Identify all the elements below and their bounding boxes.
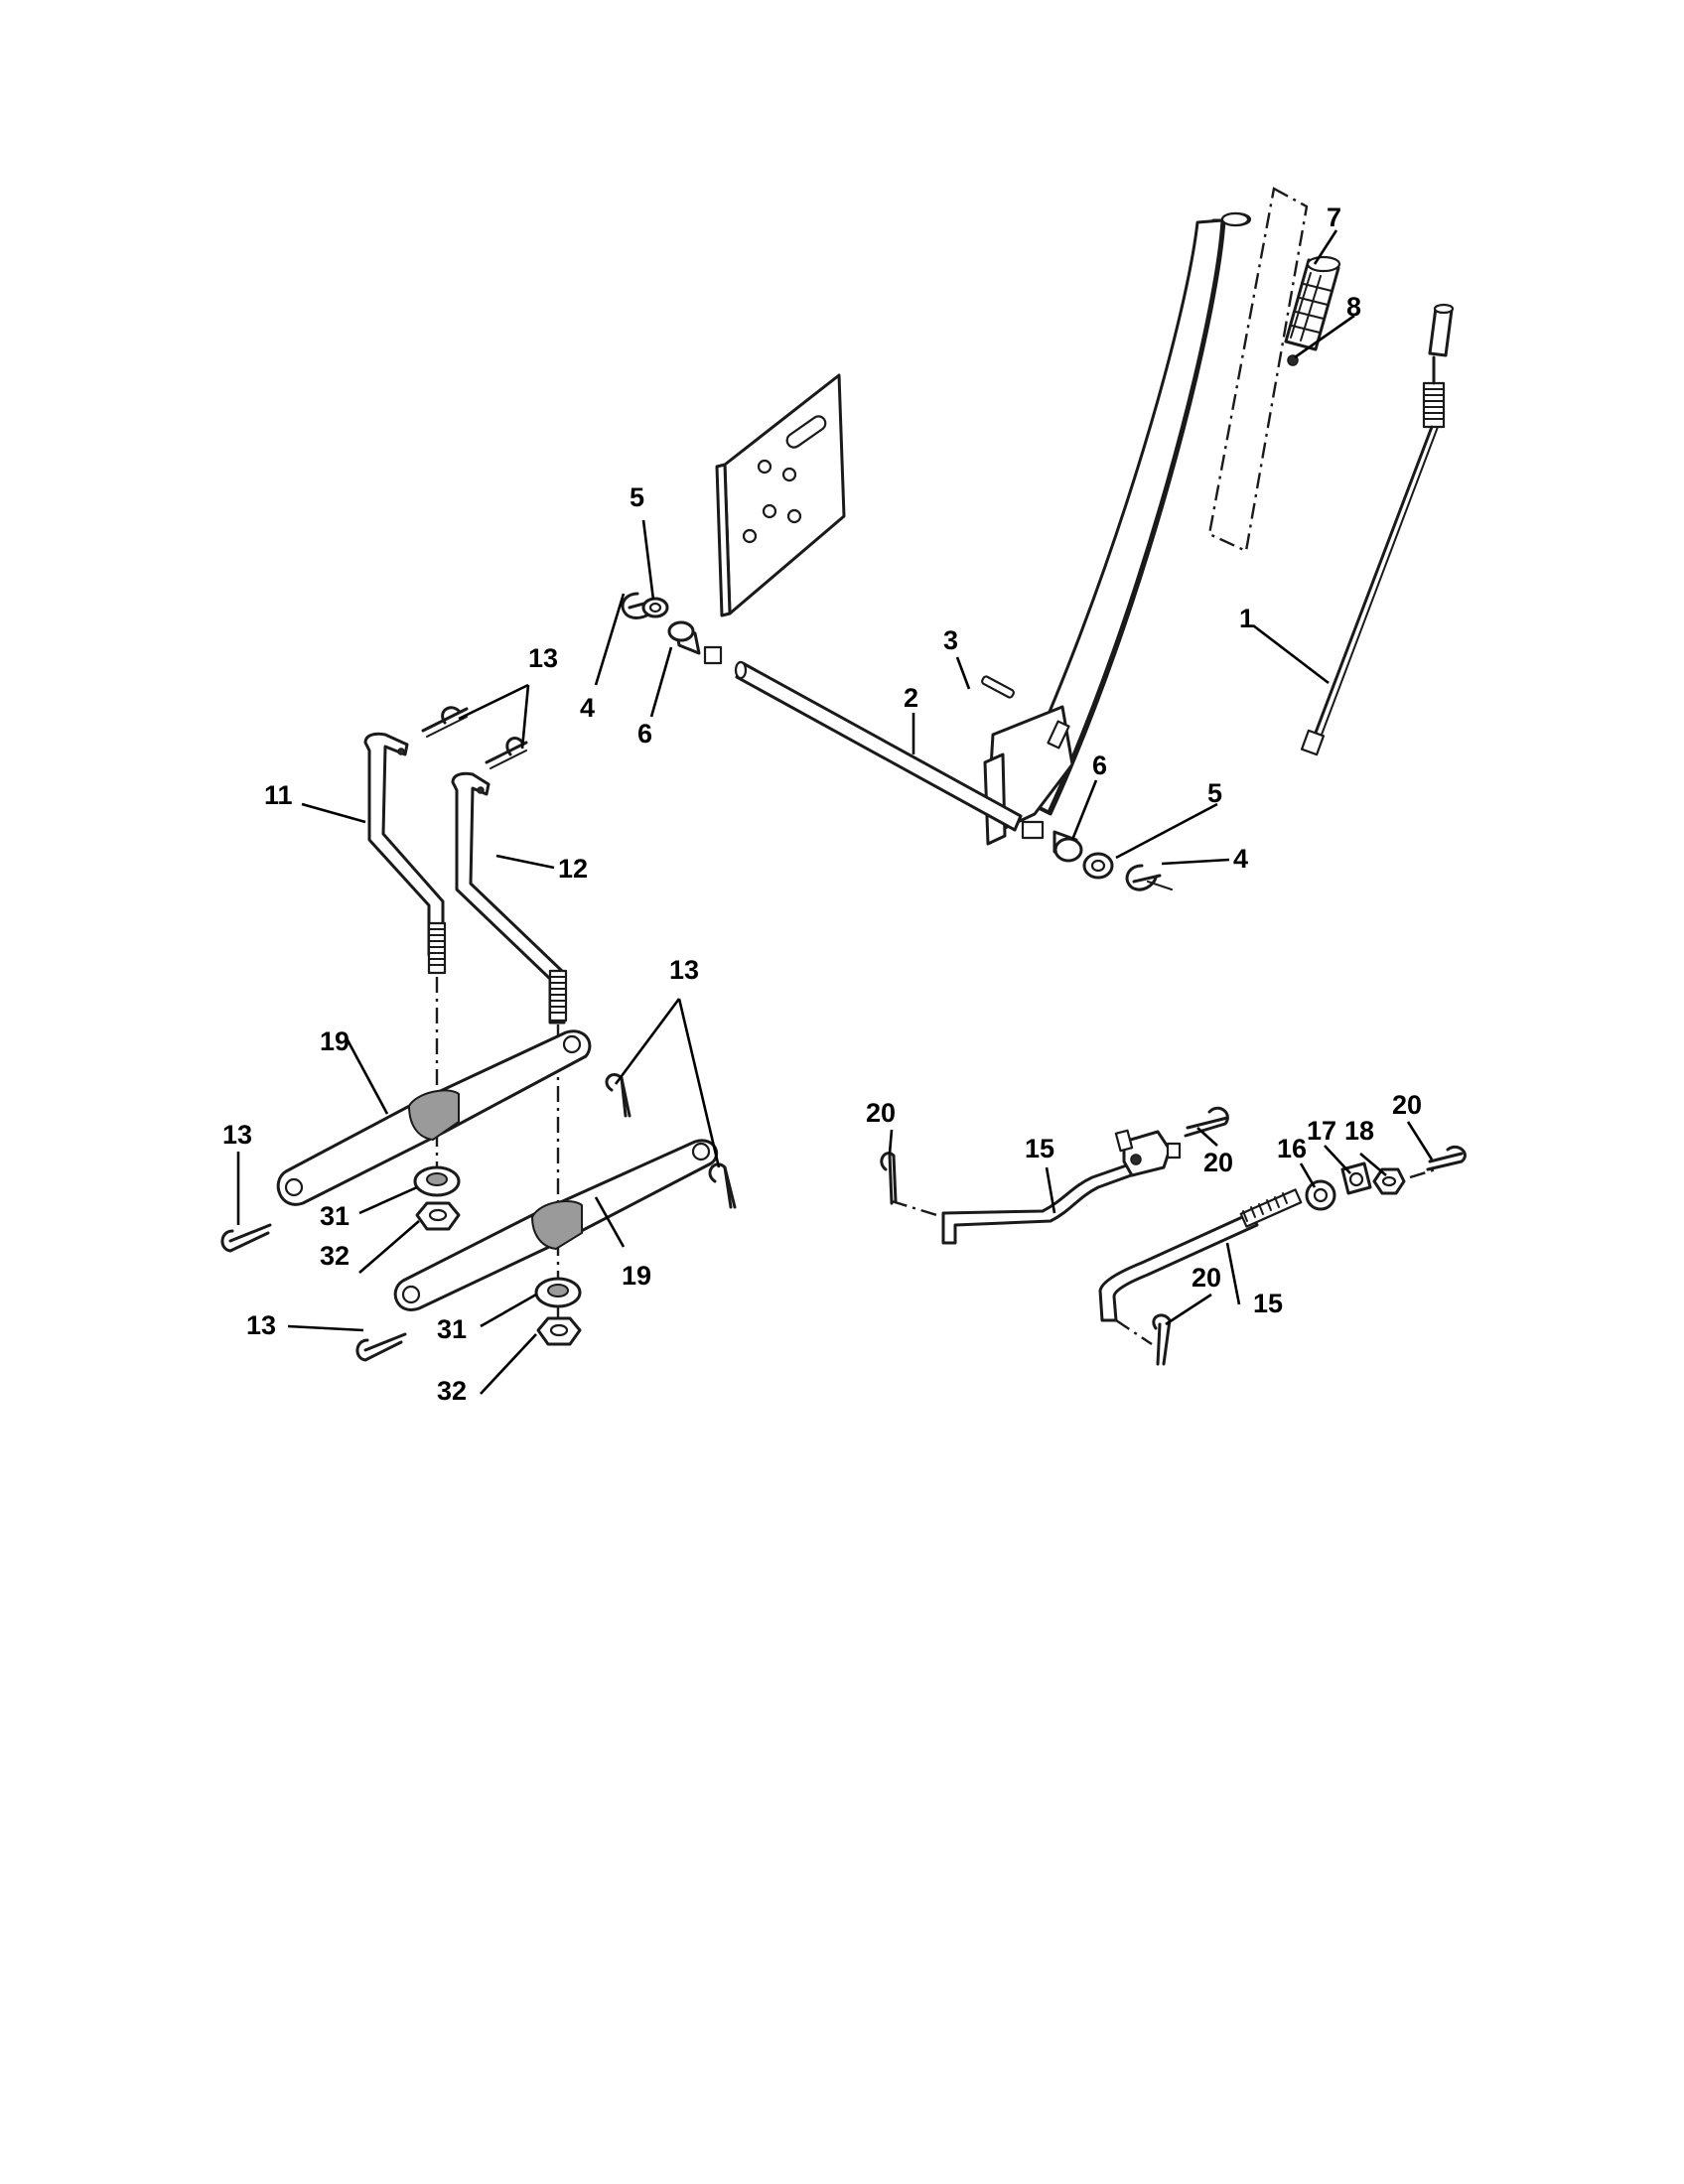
hairpin-clip-arm-left-b [355, 1332, 407, 1362]
callout-5-left: 5 [630, 482, 644, 512]
adjustment-rod-lower [1098, 1188, 1303, 1322]
callout-13-bottom: 13 [246, 1310, 276, 1340]
callout-6-right: 6 [1092, 751, 1107, 780]
callout-4-right: 4 [1233, 844, 1248, 874]
callout-2: 2 [904, 683, 918, 713]
alignment-line-rod-lower [1115, 1319, 1153, 1345]
washer-31-upper [413, 1165, 461, 1197]
callout-20-left: 20 [866, 1098, 896, 1128]
callout-17: 17 [1307, 1116, 1336, 1146]
hairpin-clip-link-upper-b [485, 737, 528, 769]
hairpin-clip-20-top [1184, 1106, 1229, 1138]
callout-15-lower: 15 [1253, 1289, 1283, 1318]
callout-31-lower: 31 [437, 1314, 467, 1344]
leader-lines [236, 229, 1434, 1395]
callout-13-right: 13 [669, 955, 699, 985]
lift-handle [983, 187, 1309, 846]
adjustment-rod-upper [941, 1129, 1182, 1245]
callout-16: 16 [1277, 1134, 1307, 1163]
lift-arm-upper [276, 1029, 592, 1206]
nut-32-upper [415, 1201, 461, 1231]
lift-cable [1300, 303, 1455, 756]
callout-6-left: 6 [637, 719, 652, 749]
callout-32-lower: 32 [437, 1376, 467, 1406]
roll-pin [981, 675, 1015, 699]
callout-11: 11 [264, 780, 293, 810]
callout-4-left: 4 [580, 693, 595, 723]
callout-32-upper: 32 [320, 1241, 350, 1271]
hairpin-clip-20-right [1426, 1145, 1467, 1171]
bushing-right-shaft [1052, 830, 1083, 863]
alignment-line-rod-upper [891, 1199, 944, 1219]
lift-link-11 [363, 732, 447, 975]
callout-13-left: 13 [222, 1120, 252, 1150]
washer-31-lower [534, 1277, 582, 1308]
washer-right-shaft [1082, 852, 1114, 880]
callout-13-top: 13 [528, 643, 558, 673]
callout-1: 1 [1239, 604, 1254, 633]
washer-left-shaft [641, 597, 669, 618]
cross-shaft [703, 645, 1045, 840]
hairpin-clip-link-upper-a [421, 706, 469, 738]
swivel-block-17 [1340, 1161, 1372, 1195]
lift-arm-lower [393, 1139, 718, 1311]
callout-19-upper: 19 [320, 1026, 350, 1056]
callout-15-upper: 15 [1025, 1134, 1054, 1163]
hairpin-clip-arm-left-a [220, 1223, 272, 1253]
callout-8: 8 [1346, 292, 1361, 322]
callout-5-right: 5 [1207, 778, 1222, 808]
hairpin-clip-right-shaft [1125, 864, 1173, 891]
washer-16 [1305, 1179, 1336, 1211]
hairpin-clip-20-left [880, 1152, 898, 1205]
callout-20-bottom: 20 [1192, 1263, 1221, 1293]
callout-7: 7 [1327, 203, 1341, 232]
callout-31-upper: 31 [320, 1201, 350, 1231]
callout-20-top: 20 [1203, 1148, 1233, 1177]
callout-labels: 1 2 3 4 4 5 5 6 6 7 8 11 12 13 13 13 13 … [222, 203, 1422, 1406]
callout-18: 18 [1344, 1116, 1374, 1146]
lift-link-12 [451, 771, 568, 1024]
alignment-line-rod-right [1409, 1167, 1437, 1179]
pivot-bracket [715, 373, 846, 617]
callout-3: 3 [943, 625, 958, 655]
callout-12: 12 [558, 854, 588, 884]
nut-32-lower [536, 1316, 582, 1346]
callout-20-right: 20 [1392, 1090, 1422, 1120]
callout-19-lower: 19 [622, 1261, 651, 1291]
nut-18 [1372, 1167, 1406, 1195]
bushing-left-shaft [667, 620, 701, 655]
hairpin-clip-arm-right-b [708, 1162, 737, 1209]
